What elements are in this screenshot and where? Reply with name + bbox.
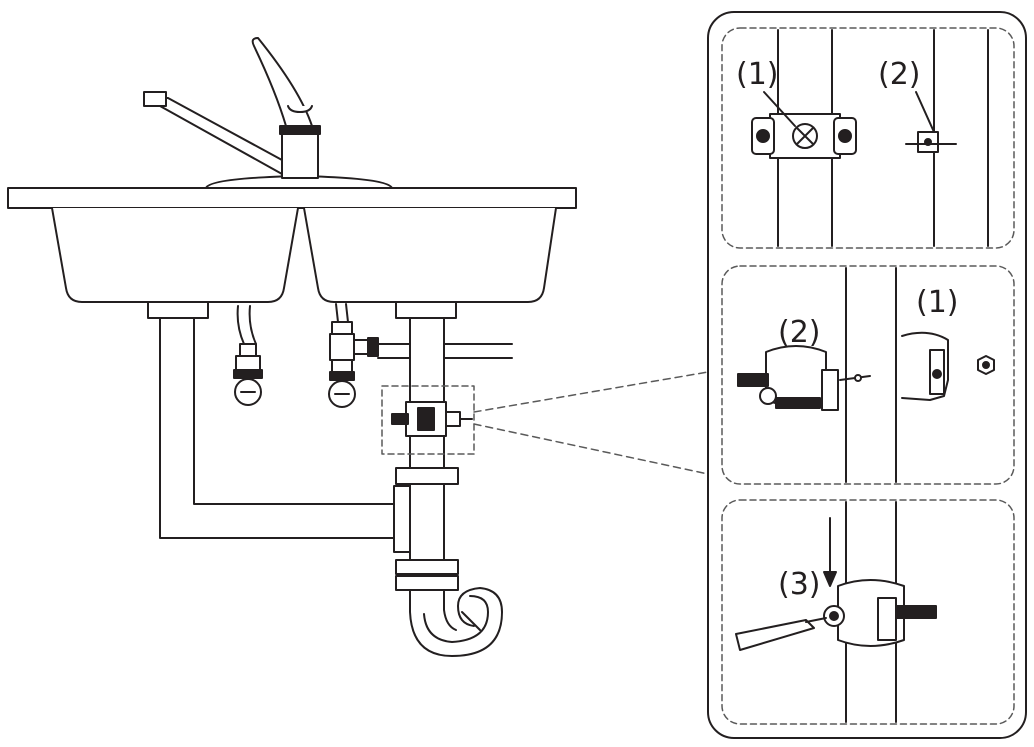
detail-box (381, 385, 475, 455)
label-top-2: (2) (878, 57, 921, 92)
label-2-leader (915, 91, 935, 133)
drain-pipe-lower (409, 483, 445, 561)
saddle-half-left-boss (759, 387, 777, 405)
faucet-handle (251, 37, 313, 127)
left-valve-body (235, 355, 261, 371)
slip-nut-upper (395, 467, 459, 485)
faucet-handle-detail (287, 105, 313, 113)
tee-fitting (393, 485, 411, 553)
saddle-bolt-left (391, 413, 409, 425)
drill-mark-x (796, 127, 814, 145)
label-1-leader (763, 91, 796, 127)
faucet-spout (145, 97, 283, 175)
callout-lines (473, 371, 709, 475)
drain-saddle-mini (391, 401, 473, 437)
faucet-ring (279, 125, 321, 135)
countertop (7, 187, 577, 209)
detail-frame (707, 11, 1027, 739)
faucet-spout-tip (143, 91, 167, 107)
bolt-lower (775, 397, 821, 409)
bolt-upper (737, 373, 769, 387)
arrow-head (823, 571, 837, 587)
saddle-assembled-boss-hole (829, 611, 839, 621)
left-supply-valve (233, 305, 263, 406)
left-basin (51, 207, 299, 303)
right-hose-nut (331, 321, 353, 335)
drill-bit (735, 619, 815, 651)
label-bottom-3: (3) (778, 567, 821, 602)
p-trap-outer (409, 587, 503, 657)
right-valve-body (331, 359, 353, 373)
feed-tube (377, 343, 411, 359)
p-trap-end (461, 611, 481, 631)
panel-top-screw-right (838, 129, 852, 143)
label-middle-2: (2) (778, 315, 821, 350)
panel-middle-pipe (845, 267, 897, 483)
drain-pipe (409, 317, 445, 469)
left-supply-hose (236, 305, 257, 345)
left-drain-flange (147, 301, 209, 319)
panel-middle: (2) (1) (721, 265, 1015, 485)
hex-nut-hole (982, 361, 990, 369)
right-basin (303, 207, 557, 303)
panel-top-frame (721, 27, 1015, 249)
saddle-half-left-ear (821, 369, 839, 411)
saddle-assembled-bolt (895, 605, 937, 619)
tee-adapter (329, 333, 355, 361)
sink-assembly (7, 37, 577, 657)
panel-middle-frame (721, 265, 1015, 485)
detail-panel: (1) (2) (2) (1) (707, 11, 1027, 739)
slip-nut-lower-1 (395, 559, 459, 575)
drill-tip (805, 617, 827, 623)
right-supply-valve (328, 303, 411, 408)
saddle-center (417, 407, 435, 431)
panel-bottom: (3) (721, 499, 1015, 725)
drain-hose (443, 343, 513, 359)
right-supply-hose (335, 303, 349, 323)
right-valve-band (329, 371, 355, 381)
left-hose-nut (239, 343, 257, 357)
panel-top-screw-left (756, 129, 770, 143)
slip-nut-lower-2 (395, 575, 459, 591)
saddle-half-right-hole (932, 369, 942, 379)
saddle-nut-right (445, 411, 461, 427)
left-drain-pipe (159, 317, 395, 539)
right-drain-flange (395, 301, 457, 319)
tee-adapter-nut (367, 337, 379, 357)
tee-adapter-branch (353, 339, 369, 355)
label-middle-1: (1) (916, 285, 959, 320)
label-top-1: (1) (736, 57, 779, 92)
panel-top: (1) (2) (721, 27, 1015, 249)
faucet (143, 37, 393, 189)
callout-line-lower (473, 423, 709, 475)
left-valve-band (233, 369, 263, 379)
callout-line-upper (473, 371, 709, 413)
panel-middle-hole (854, 374, 862, 382)
p-trap-inner (423, 589, 489, 643)
saddle-assembled-ear (877, 597, 897, 641)
faucet-body (281, 131, 319, 179)
